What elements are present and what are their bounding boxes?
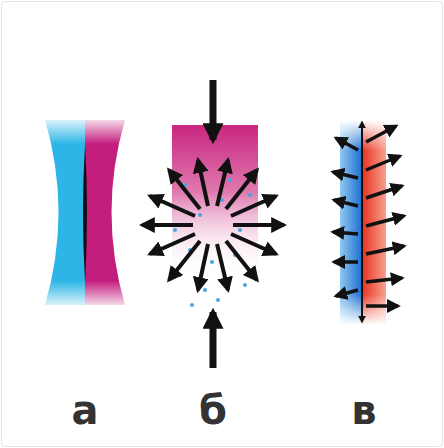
panel-label: б <box>178 386 248 434</box>
panel-label: в <box>329 386 399 434</box>
panel-label: а <box>50 386 120 434</box>
